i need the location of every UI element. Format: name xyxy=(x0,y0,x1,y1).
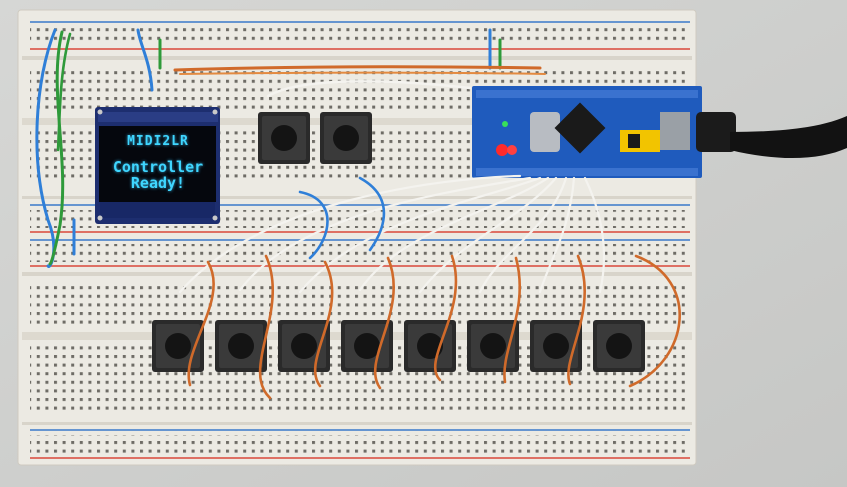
breadboard xyxy=(17,9,697,466)
push-button xyxy=(278,320,330,372)
push-button xyxy=(467,320,519,372)
oled-display xyxy=(95,107,220,224)
jumper-wires-left xyxy=(35,28,502,268)
top-buttons xyxy=(258,112,372,164)
push-button xyxy=(215,320,267,372)
push-button xyxy=(404,320,456,372)
push-button xyxy=(593,320,645,372)
push-button xyxy=(152,320,204,372)
microcontroller-board xyxy=(472,86,702,178)
bottom-buttons xyxy=(152,320,645,372)
push-button xyxy=(530,320,582,372)
push-button xyxy=(320,112,372,164)
usb-cable xyxy=(696,112,847,159)
jumper-wires-top xyxy=(173,65,546,98)
power-rail-bottom xyxy=(22,422,692,459)
oled-status-line-2: Ready! xyxy=(130,174,186,192)
oled-title-text: MIDI2LR xyxy=(127,134,189,149)
power-rail-top xyxy=(30,21,690,50)
oled-status-line-1: Controller xyxy=(112,158,204,176)
jumper-wires-blue xyxy=(298,176,386,260)
jumper-wires-orange xyxy=(187,254,681,400)
push-button xyxy=(258,112,310,164)
